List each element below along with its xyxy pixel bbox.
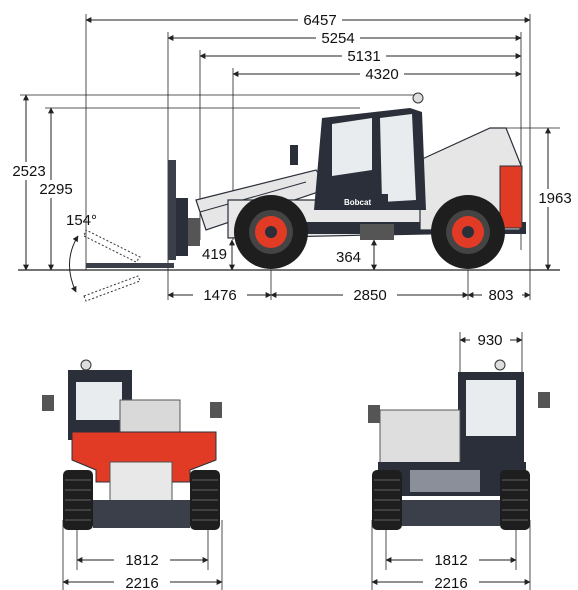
dim-front-overhang: 1476 bbox=[203, 287, 236, 304]
tilt-arc bbox=[69, 235, 79, 293]
dim-rear-width: 2216 bbox=[434, 575, 467, 590]
tilt-ghost-forks bbox=[83, 229, 141, 302]
dim-tilt-angle: 154° bbox=[66, 212, 97, 229]
rear-wheel bbox=[431, 195, 505, 269]
cab: Bobcat bbox=[314, 108, 426, 210]
dim-rear-height: 1963 bbox=[538, 190, 571, 207]
dim-cab-height: 2295 bbox=[39, 181, 72, 198]
fork-carriage bbox=[86, 160, 200, 268]
dim-cab-width: 930 bbox=[477, 332, 502, 349]
front-view: 1812 2216 bbox=[42, 359, 223, 590]
dim-fork-offset: 419 bbox=[202, 246, 227, 263]
dim-ground-clearance: 364 bbox=[336, 249, 361, 266]
dim-length-carriage: 5131 bbox=[347, 48, 380, 65]
dim-rear-overhang: 803 bbox=[488, 287, 513, 304]
dim-length-front-frame: 5254 bbox=[321, 30, 354, 47]
front-wheel bbox=[234, 195, 308, 269]
dim-front-track: 1812 bbox=[125, 552, 158, 569]
dim-total-height: 2523 bbox=[12, 163, 45, 180]
dim-front-width: 2216 bbox=[125, 575, 158, 590]
extension-lines bbox=[20, 14, 560, 300]
dim-length-no-forks: 4320 bbox=[365, 66, 398, 83]
side-view: 6457 5254 5131 4320 2523 2295 1963 154° bbox=[10, 11, 577, 304]
rear-view: 930 1812 2216 bbox=[368, 331, 550, 590]
dim-wheelbase: 2850 bbox=[353, 287, 386, 304]
dim-rear-track: 1812 bbox=[434, 552, 467, 569]
brand-mark: Bobcat bbox=[344, 198, 371, 207]
dim-overall-length: 6457 bbox=[303, 12, 336, 29]
